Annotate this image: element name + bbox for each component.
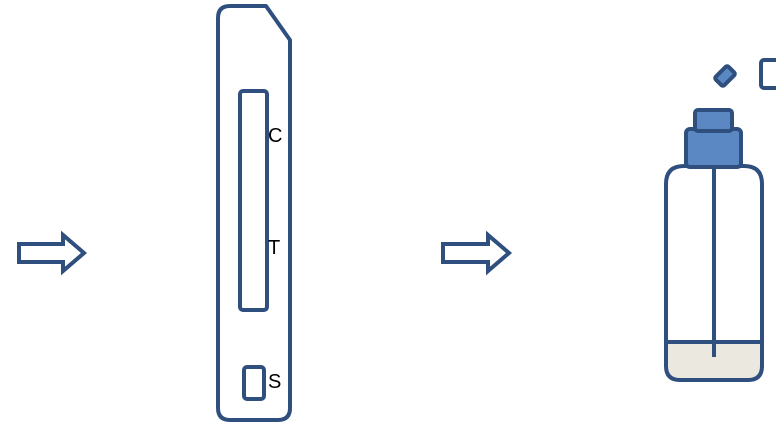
dropper-bottle-icon [664, 108, 764, 382]
bottle-cap-base [684, 127, 743, 169]
bottle-nozzle [693, 108, 734, 133]
result-window [238, 89, 269, 312]
test-line-label: T [268, 237, 280, 259]
right-arrow-icon [441, 230, 513, 276]
bottle-body [664, 164, 764, 382]
partial-box-shape [759, 58, 776, 90]
control-line-label: C [268, 125, 282, 147]
right-arrow-icon [17, 230, 88, 276]
bottle-cap-icon [713, 64, 737, 88]
test-cassette-icon: C T S [216, 4, 292, 422]
bottle-liquid [666, 342, 762, 380]
sample-well [242, 365, 266, 401]
sample-well-label: S [268, 371, 281, 393]
